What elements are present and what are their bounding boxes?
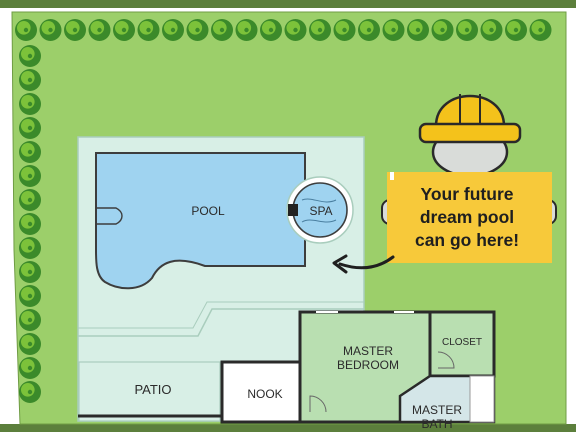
- tree-icon: [19, 261, 41, 283]
- curved-arrow-icon: [338, 255, 395, 270]
- sign-line-1: Your future: [420, 184, 513, 204]
- construction-worker-icon: [381, 94, 557, 225]
- patio-label: PATIO: [134, 382, 171, 397]
- sign-board: [387, 172, 552, 263]
- spa-ripple: [301, 219, 337, 223]
- tree-icon: [19, 69, 41, 91]
- door-swing: [309, 395, 327, 413]
- tree-icon: [39, 19, 62, 41]
- tree-icon: [19, 189, 41, 211]
- tree-icon: [15, 19, 37, 41]
- patio: [78, 361, 221, 422]
- closet-room: [428, 310, 496, 378]
- master-bath-label-line2: BATH: [421, 417, 452, 431]
- tree-icon: [309, 19, 331, 41]
- tree-icon: [19, 45, 41, 67]
- tree-icon: [456, 19, 478, 41]
- tree-icon: [137, 19, 160, 41]
- spa-spillway: [288, 204, 298, 216]
- helmet-brim: [418, 122, 522, 144]
- tree-icon: [333, 19, 356, 41]
- tree-icon: [19, 141, 41, 163]
- tree-icon: [529, 19, 552, 41]
- spa-ripple: [301, 198, 337, 203]
- tree-icon: [19, 93, 41, 115]
- tree-icon: [19, 117, 41, 139]
- tree-icon: [19, 357, 41, 379]
- tree-icon: [260, 19, 282, 41]
- arrow-head-icon: [332, 254, 348, 274]
- tree-icon: [235, 19, 258, 41]
- tree-icon: [358, 19, 380, 41]
- tree-icon: [431, 19, 454, 41]
- helmet-icon: [434, 94, 506, 128]
- nook-room: [220, 360, 302, 424]
- tree-icon: [19, 285, 41, 307]
- shower: [469, 375, 495, 423]
- tree-icon: [19, 237, 41, 259]
- deck-step-line: [78, 308, 364, 337]
- house: NOOK MASTER BEDROOM CLOSET MASTER BATH: [78, 310, 496, 431]
- closet-label: CLOSET: [442, 337, 482, 348]
- master-bath-label-line1: MASTER: [412, 403, 462, 417]
- tree-icon: [211, 19, 233, 41]
- tree-icon: [19, 165, 41, 187]
- tree-icon: [382, 19, 405, 41]
- sign-line-2: dream pool: [420, 207, 514, 227]
- door-swing: [437, 351, 455, 369]
- pool-label: POOL: [191, 204, 225, 218]
- tree-icon: [19, 309, 41, 331]
- tree-icon: [19, 381, 41, 403]
- tree-icon: [64, 19, 86, 41]
- tree-icon: [19, 213, 41, 235]
- master-bedroom-label-line2: BEDROOM: [337, 358, 399, 372]
- sign-highlight: [390, 172, 394, 180]
- tree-icon: [162, 19, 184, 41]
- deck-step-line-inner: [78, 301, 364, 329]
- pool-basin: [95, 152, 306, 290]
- sign-line-3: can go here!: [415, 230, 519, 250]
- tree-icon: [113, 19, 135, 41]
- spa-label: SPA: [309, 204, 332, 218]
- tree-icon: [19, 333, 41, 355]
- master-bedroom-label-line1: MASTER: [343, 344, 393, 358]
- tree-line: [15, 19, 552, 403]
- nook-label: NOOK: [247, 387, 282, 401]
- tree-icon: [407, 19, 429, 41]
- tree-icon: [88, 19, 111, 41]
- tree-icon: [186, 19, 209, 41]
- tree-icon: [480, 19, 503, 41]
- tree-icon: [505, 19, 527, 41]
- pool-steps: [96, 207, 123, 225]
- tree-icon: [284, 19, 307, 41]
